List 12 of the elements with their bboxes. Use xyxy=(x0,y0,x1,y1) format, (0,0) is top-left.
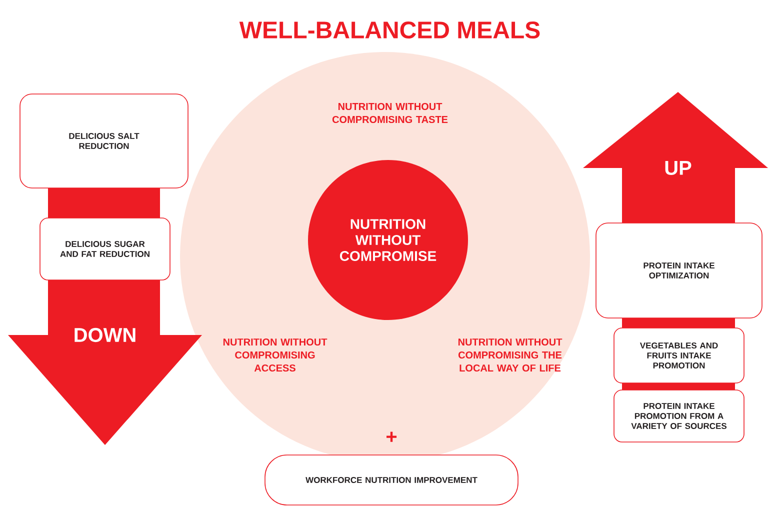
text-box: PROTEIN INTAKE OPTIMIZATION xyxy=(596,222,762,318)
circle-text: NUTRITION WITHOUT COMPROMISING TASTE xyxy=(332,102,448,124)
text-box: WORKFORCE NUTRITION IMPROVEMENT xyxy=(264,454,518,506)
text-box: PROTEIN INTAKE PROMOTION FROM A VARIETY OF SOURCES xyxy=(614,390,744,442)
circle-text: NUTRITION WITHOUT COMPROMISING THE LOCAL WAY OF LIFE xyxy=(458,338,562,372)
plus-sign: + xyxy=(386,432,397,442)
title: WELL-BALANCED MEALS xyxy=(239,22,540,38)
circle-text: NUTRITION WITHOUT COMPROMISING ACCESS xyxy=(223,338,328,372)
text-box: VEGETABLES AND FRUITS INTAKE PROMOTION xyxy=(614,328,744,384)
text-box: DELICIOUS SUGAR AND FAT REDUCTION xyxy=(40,218,170,280)
text-box: DELICIOUS SALT REDUCTION xyxy=(20,94,188,188)
node-label: WORKFORCE NUTRITION IMPROVEMENT xyxy=(306,477,478,484)
